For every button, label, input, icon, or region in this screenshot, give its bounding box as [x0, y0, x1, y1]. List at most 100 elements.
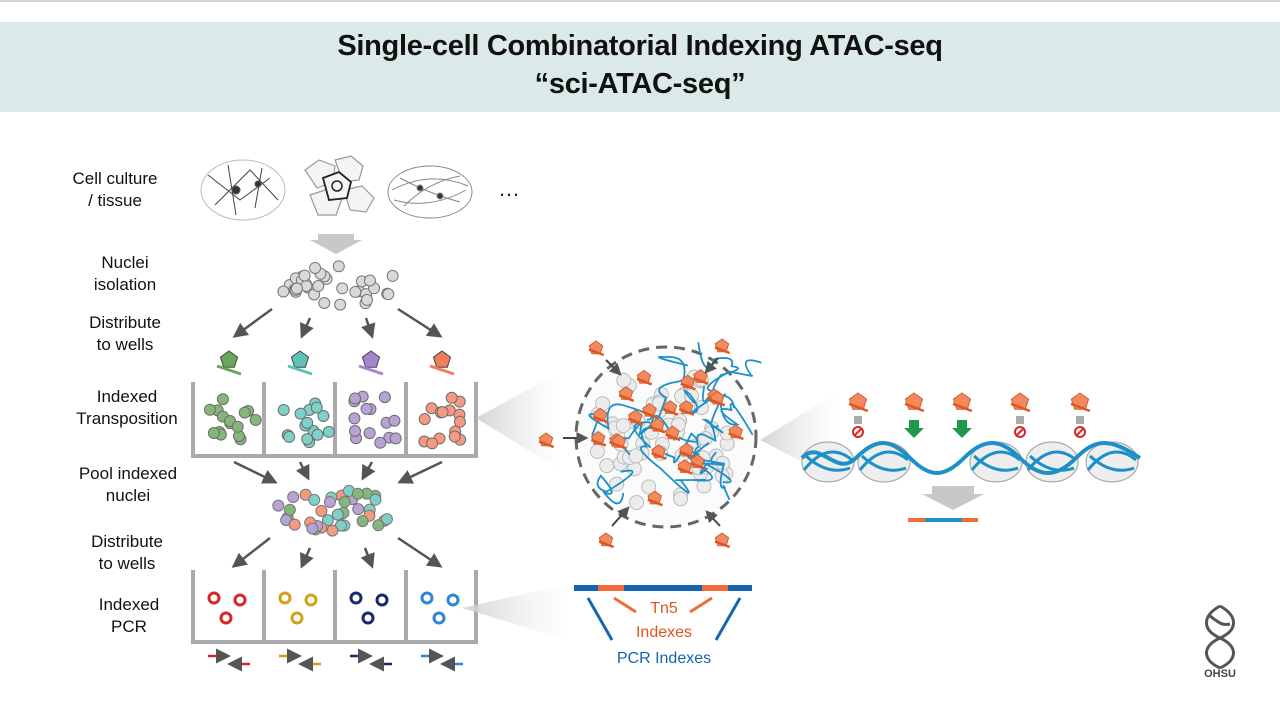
indexed-nucleus	[301, 416, 314, 429]
nucleus-dot	[332, 260, 345, 273]
nucleosome-blob	[629, 494, 645, 510]
wrapped-dna	[802, 450, 853, 472]
indexed-nucleus	[448, 430, 461, 443]
pooled-nucleus	[372, 519, 385, 532]
nucleosome-blob	[589, 443, 605, 459]
indexed-nucleus	[207, 427, 220, 440]
indexed-nucleus	[426, 437, 439, 450]
blocked-icon-slash	[854, 428, 862, 436]
ellipsis: …	[498, 176, 520, 201]
pooled-nucleus	[323, 495, 336, 508]
indexed-nucleus	[322, 425, 335, 438]
indexed-nucleus	[301, 433, 314, 446]
pcr-nucleus	[349, 591, 363, 605]
tn5-complex	[636, 369, 653, 386]
indexed-nucleus	[378, 391, 391, 404]
tn5-complex	[678, 400, 695, 416]
nucleus-dot	[363, 274, 376, 287]
wrapped-dna	[1086, 450, 1137, 472]
free-tn5-complex	[538, 432, 555, 449]
tether-icon	[1076, 416, 1084, 424]
wrapped-dna	[970, 450, 1021, 472]
indexed-tn5-icon	[429, 350, 455, 376]
free-tn5-complex	[588, 340, 605, 357]
indexed-nucleus	[231, 420, 244, 433]
nucleus-dot	[309, 261, 322, 274]
tn5-complex	[848, 392, 869, 413]
indexed-nucleus	[389, 432, 402, 445]
pcr-nucleus	[446, 593, 460, 607]
tn5-complex	[677, 459, 693, 475]
pooled-nucleus	[326, 524, 339, 537]
tn5-complex	[1010, 392, 1031, 413]
tn5-complex	[618, 386, 635, 402]
pcr-nucleus	[420, 591, 434, 605]
nucleosome-blob	[641, 479, 657, 495]
tissue-sketch-fibroblasts	[387, 165, 473, 219]
pcr-primer-arrows	[208, 648, 463, 672]
indexed-nucleus	[360, 402, 373, 415]
nucleus-dot	[361, 293, 374, 306]
pooled-nucleus	[306, 522, 319, 535]
indexed-tn5-icon	[287, 350, 313, 376]
free-tn5-complex	[598, 532, 615, 549]
tn5-complex	[709, 390, 726, 407]
slide-title: Single-cell Combinatorial Indexing ATAC-…	[337, 30, 943, 62]
nucleosome-blob	[599, 458, 615, 474]
indexed-nucleus	[311, 428, 324, 441]
chromatin-fiber	[710, 397, 754, 436]
indexed-nucleus	[349, 425, 362, 438]
nucleus-dot	[318, 296, 331, 309]
pooled-nucleus	[331, 508, 344, 521]
distribute-arrows-1	[232, 307, 443, 339]
nucleus-dot	[349, 285, 362, 298]
pooled-nucleus	[380, 513, 393, 526]
accessibility-tn5-row	[848, 392, 1091, 438]
indexed-nucleus	[294, 407, 307, 420]
tn5-entry-arrows	[563, 357, 721, 527]
down-arrow-icon	[310, 234, 362, 254]
nucleus-dot	[386, 269, 399, 282]
ohsu-logo-icon	[1205, 604, 1235, 670]
tn5-complex	[590, 430, 607, 447]
zoom-cone-pcr	[462, 584, 568, 640]
blocked-icon-slash	[1016, 428, 1024, 436]
pooled-nucleus	[356, 515, 369, 528]
indexed-nucleus	[418, 413, 431, 426]
tn5-complex	[592, 407, 609, 424]
nucleus-tn5-complexes	[590, 369, 744, 507]
chromatin-fiber	[695, 451, 732, 484]
indexed-nucleus	[310, 401, 323, 414]
wrapped-dna	[858, 450, 909, 472]
tissue-sketch-fibrous	[200, 159, 286, 221]
pcr-nucleus	[233, 593, 247, 607]
free-tn5-complexes	[538, 338, 731, 549]
pooled-nucleus	[288, 518, 301, 531]
nucleosome-blob	[628, 448, 644, 464]
indexed-nucleus	[277, 403, 290, 416]
pooled-nucleus	[272, 499, 285, 512]
pooled-nuclei	[272, 484, 393, 537]
pooled-nucleus	[352, 503, 365, 516]
indexed-nucleus	[249, 413, 262, 426]
pcr-nucleus	[432, 611, 446, 625]
tn5-complex	[1070, 392, 1091, 413]
chromatin-fiber	[696, 418, 724, 446]
chromatin-fiber	[664, 432, 699, 464]
read-structure	[574, 585, 752, 641]
slide-subtitle: “sci-ATAC-seq”	[534, 68, 746, 100]
insertion-arrow-icon	[904, 420, 924, 438]
indexed-nucleus	[348, 412, 361, 425]
nucleus-dot	[312, 280, 325, 293]
tether-icon	[1016, 416, 1024, 424]
tn5-complex	[680, 374, 696, 391]
tn5-complex	[647, 490, 663, 507]
indexed-nucleus	[445, 391, 458, 404]
nucleus-dot	[334, 298, 347, 311]
pooled-nucleus	[338, 495, 351, 508]
